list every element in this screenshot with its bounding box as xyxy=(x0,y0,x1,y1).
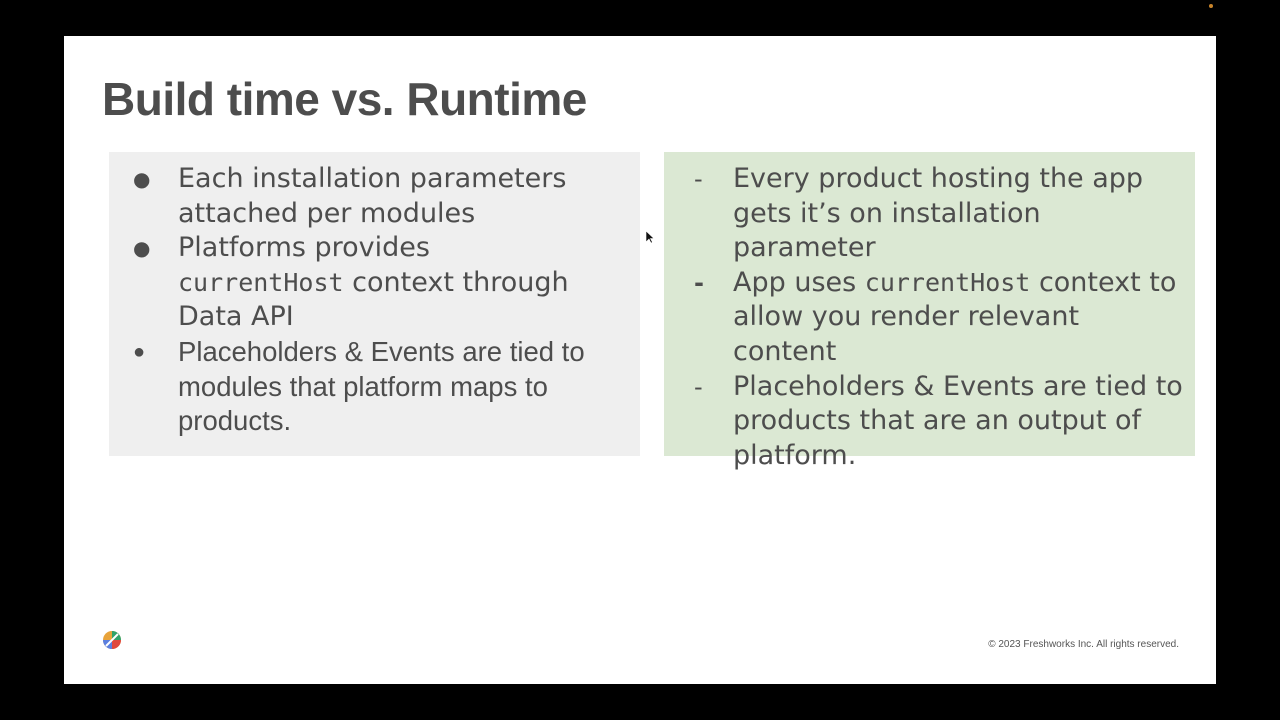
list-item: - Every product hosting the app gets it’… xyxy=(688,162,1183,266)
bullet-marker: ● xyxy=(133,340,146,363)
list-item: ● Platforms provides currentHost context… xyxy=(133,231,628,335)
list-item-text: Each installation parameters attached pe… xyxy=(178,163,567,229)
mouse-cursor-icon xyxy=(646,231,654,244)
list-item-text: Placeholders & Events are tied to module… xyxy=(178,335,585,437)
list-item: - Placeholders & Events are tied to prod… xyxy=(688,370,1183,474)
build-time-panel: ● Each installation parameters attached … xyxy=(109,152,640,456)
dash-marker: - xyxy=(694,372,703,401)
list-item-text: Every product hosting the app gets it’s … xyxy=(733,163,1144,264)
runtime-panel: - Every product hosting the app gets it’… xyxy=(664,152,1195,471)
bullet-marker: ● xyxy=(133,167,151,191)
code-current-host: currentHost xyxy=(178,267,344,297)
list-item-text-post: context to allow you render relevant con… xyxy=(733,266,1177,367)
slide: Build time vs. Runtime ● Each installati… xyxy=(64,36,1216,684)
list-item-text-pre: Platforms provides xyxy=(178,232,430,264)
dash-marker: - xyxy=(694,165,703,193)
list-item-text: Placeholders & Events are tied to produc… xyxy=(733,370,1183,471)
list-item-text: Platforms provides currentHost context t… xyxy=(178,231,628,335)
dash-marker: - xyxy=(694,268,704,297)
copyright-footer: © 2023 Freshworks Inc. All rights reserv… xyxy=(988,639,1179,650)
list-item-text-pre: App uses xyxy=(733,266,865,298)
freshworks-logo-icon xyxy=(103,631,121,649)
list-item: - App uses currentHost context to allow … xyxy=(688,266,1183,370)
slide-title: Build time vs. Runtime xyxy=(102,73,587,125)
list-item: ● Each installation parameters attached … xyxy=(133,162,628,231)
list-item-text: App uses currentHost context to allow yo… xyxy=(733,266,1183,370)
recording-indicator xyxy=(1209,4,1213,8)
bullet-marker: ● xyxy=(133,236,151,261)
code-current-host: currentHost xyxy=(864,267,1031,297)
list-item-text-post: context through Data API xyxy=(178,266,569,333)
list-item: ● Placeholders & Events are tied to modu… xyxy=(133,335,628,439)
